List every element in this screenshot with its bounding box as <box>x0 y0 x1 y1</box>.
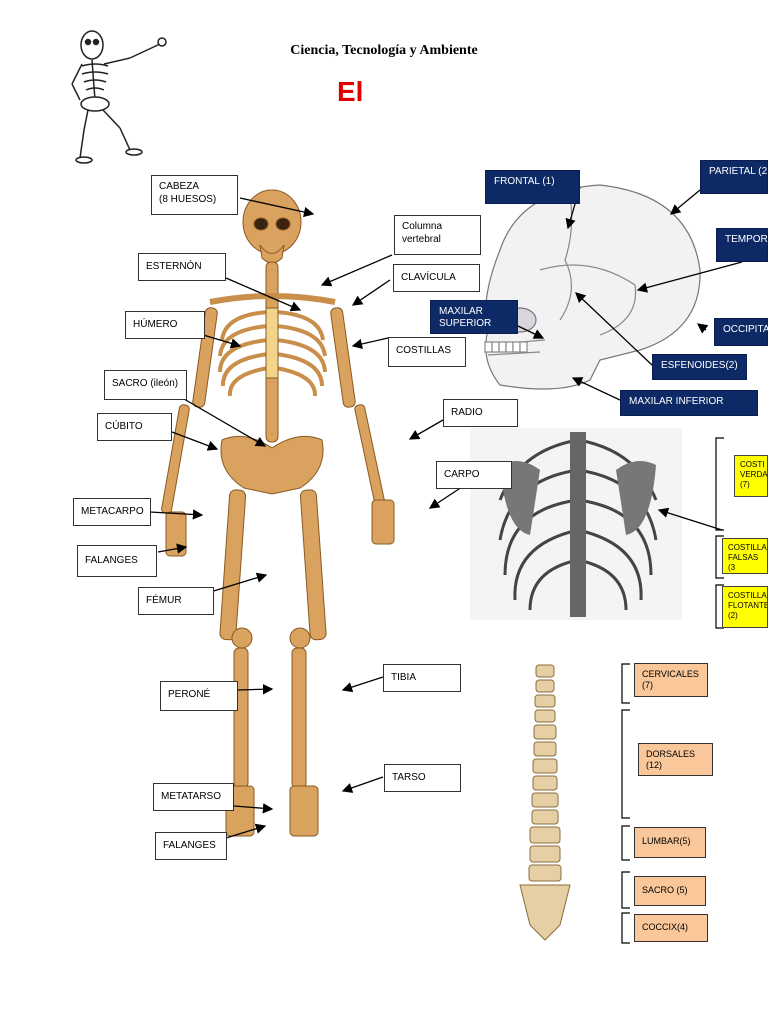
label-tibia: TIBIA <box>383 664 461 692</box>
page-title: El <box>337 76 364 107</box>
ribcage-back-illustration <box>470 428 682 620</box>
label-metatarso: METATARSO <box>153 783 234 811</box>
label-esfenoides: ESFENOIDES(2) <box>652 354 747 380</box>
label-sacro-vertebras: SACRO (5) <box>634 876 706 906</box>
subject-header: Ciencia, Tecnología y Ambiente <box>290 43 478 58</box>
label-falanges-pie: FALANGES <box>155 832 227 860</box>
label-humero: HÚMERO <box>125 311 205 339</box>
label-tarso: TARSO <box>384 764 461 792</box>
label-falanges-mano: FALANGES <box>77 545 157 577</box>
label-coccix: COCCIX(4) <box>634 914 708 942</box>
label-frontal: FRONTAL (1) <box>485 170 580 204</box>
label-perone: PERONÉ <box>160 681 238 711</box>
label-costillas-falsas: COSTILLAS FALSAS (3 <box>722 538 768 574</box>
label-cubito: CÚBITO <box>97 413 172 441</box>
spine-illustration <box>519 664 571 941</box>
label-carpo: CARPO <box>436 461 512 489</box>
label-esternon: ESTERNÓN <box>138 253 226 281</box>
label-parietal: PARIETAL (2 <box>700 160 768 194</box>
label-costillas: COSTILLAS <box>388 337 466 367</box>
label-sacro-ileon: SACRO (ileón) <box>104 370 187 400</box>
label-dorsales: DORSALES (12) <box>638 743 713 776</box>
label-occipital: OCCIPITA <box>714 318 768 346</box>
label-cervicales: CERVICALES (7) <box>634 663 708 697</box>
human-skeleton-figure <box>161 189 395 837</box>
label-lumbar: LUMBAR(5) <box>634 827 706 858</box>
label-temporal: TEMPORA <box>716 228 768 262</box>
label-clavicula: CLAVÍCULA <box>393 264 480 292</box>
label-radio: RADIO <box>443 399 518 427</box>
label-cabeza: CABEZA (8 HUESOS) <box>151 175 238 215</box>
label-metacarpo: METACARPO <box>73 498 151 526</box>
label-maxilar-superior: MAXILAR SUPERIOR <box>430 300 518 334</box>
label-columna-vertebral: Columna vertebral <box>394 215 481 255</box>
label-femur: FÉMUR <box>138 587 214 615</box>
label-maxilar-inferior: MAXILAR INFERIOR <box>620 390 758 416</box>
label-costillas-flotantes: COSTILLA FLOTANTE (2) <box>722 586 768 628</box>
label-costillas-verdaderas: COSTI VERDA (7) <box>734 455 768 497</box>
